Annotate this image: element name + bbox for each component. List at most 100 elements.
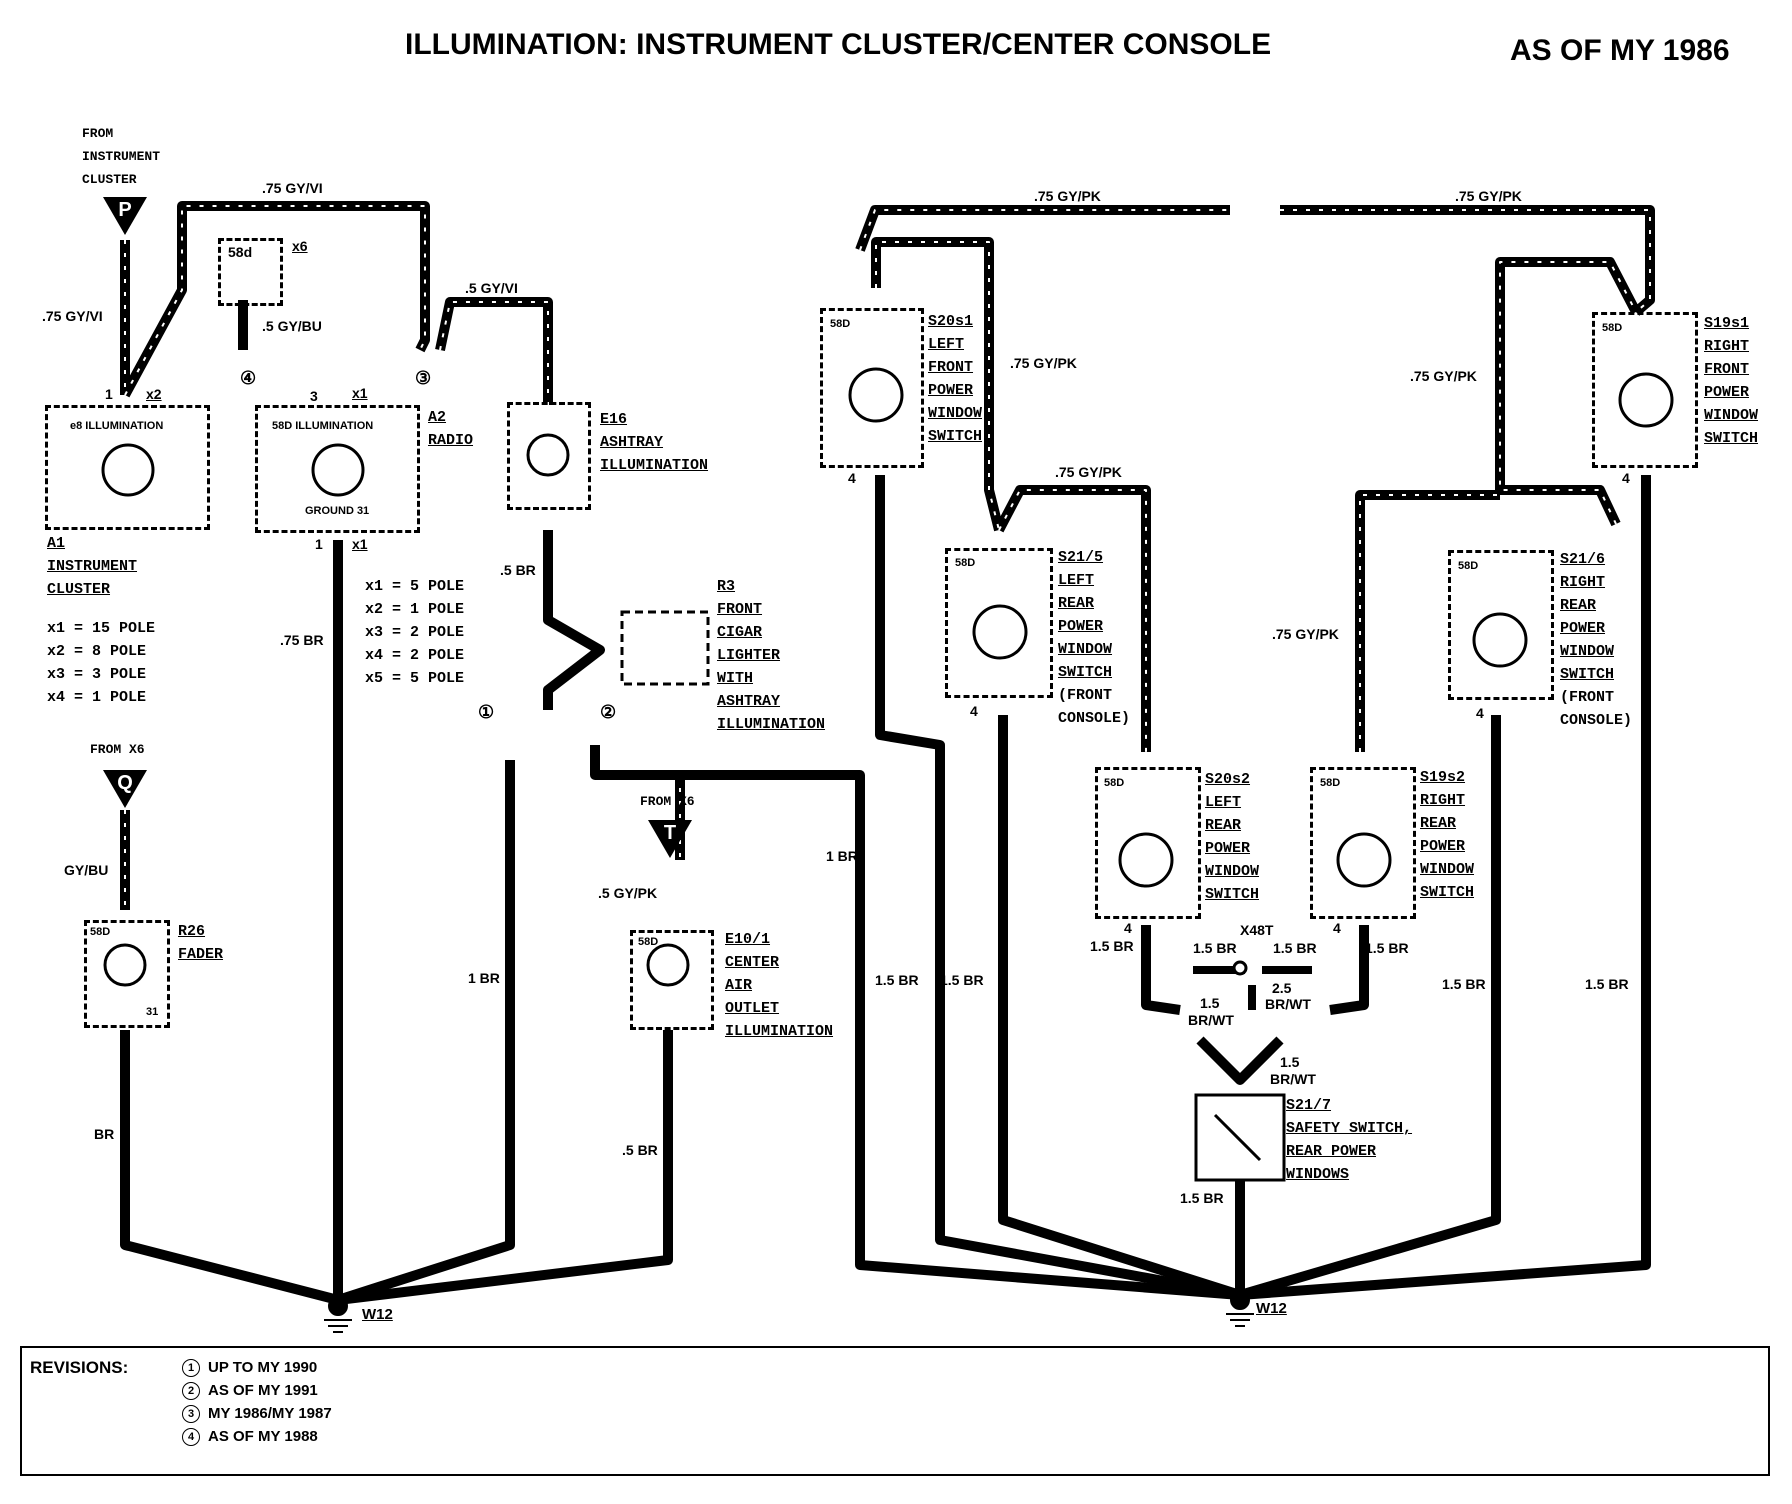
- wire-label: 1.5 BR: [1442, 976, 1486, 992]
- s20s2-inner: 58D: [1104, 777, 1125, 789]
- marker-4: ④: [240, 368, 257, 388]
- s21-7-label: S21/7 SAFETY SWITCH, REAR POWER WINDOWS: [1286, 1097, 1413, 1183]
- wire-label: 1.5 BR: [1273, 940, 1317, 956]
- x48t-label: X48T: [1240, 922, 1274, 938]
- s21-6-pin: 4: [1476, 705, 1484, 721]
- r26-box: [84, 920, 170, 1028]
- wire-label: .75 GY/PK: [1010, 355, 1077, 371]
- wire-label: .75 GY/PK: [1055, 464, 1122, 480]
- s20s2-box: [1095, 767, 1201, 919]
- e10-inner: 58D: [638, 936, 659, 948]
- wire-label: .5 GY/PK: [598, 885, 658, 901]
- revisions-box: [20, 1346, 1770, 1476]
- a1-instrument-cluster-box: [45, 405, 210, 530]
- a1-conn: x2: [146, 386, 162, 402]
- wire-label: .5 GY/VI: [465, 280, 518, 296]
- wire-label: 1.5 BR: [875, 972, 919, 988]
- marker-3: ③: [415, 368, 432, 388]
- wire-label: 1.5 BR: [1090, 938, 1134, 954]
- wire-label: BR/WT: [1270, 1071, 1316, 1087]
- wire-label: .5 BR: [500, 562, 536, 578]
- wire-label: GY/BU: [64, 862, 109, 878]
- e16-box: [507, 402, 591, 510]
- connector-t-source: FROM X6: [640, 794, 695, 809]
- s20s1-box: [820, 308, 924, 468]
- wire-label: BR/WT: [1265, 996, 1311, 1012]
- connector-q-triangle: [103, 770, 147, 808]
- connector-q-source: FROM X6: [90, 742, 145, 757]
- s19s1-pin: 4: [1622, 470, 1630, 486]
- s19s2-box: [1310, 767, 1416, 919]
- x6-inner: 58d: [228, 244, 253, 260]
- s19s2-label: S19s2 RIGHT REAR POWER WINDOW SWITCH: [1420, 769, 1475, 901]
- wire-label: 1 BR: [468, 970, 500, 986]
- a1-pin: 1: [105, 386, 113, 402]
- wire-label: 1.5 BR: [1180, 1190, 1224, 1206]
- e16-label: E16 ASHTRAY ILLUMINATION: [600, 411, 709, 474]
- wire-label: BR/WT: [1188, 1012, 1234, 1028]
- page-title: ILLUMINATION: INSTRUMENT CLUSTER/CENTER …: [405, 28, 1272, 61]
- wire-label: .5 BR: [622, 1142, 658, 1158]
- x6-id: x6: [292, 238, 308, 254]
- connector-t-triangle: [648, 820, 692, 858]
- a1-label: A1 INSTRUMENT CLUSTER: [47, 535, 138, 598]
- s19s1-label: S19s1 RIGHT FRONT POWER WINDOW SWITCH: [1704, 315, 1759, 447]
- a1-inner-label: e8 ILLUMINATION: [70, 420, 164, 432]
- s19s1-box: [1592, 312, 1698, 468]
- s21-5-pin: 4: [970, 703, 978, 719]
- s20s1-pin: 4: [848, 470, 856, 486]
- wire-label: .75 GY/PK: [1034, 188, 1101, 204]
- s20s1-inner: 58D: [830, 318, 851, 330]
- a2-inner-label: 58D ILLUMINATION: [272, 420, 374, 432]
- r26-label: R26 FADER: [178, 923, 224, 963]
- r3-label: R3 FRONT CIGAR LIGHTER WITH ASHTRAY ILLU…: [717, 578, 826, 733]
- r26-pin: 31: [146, 1006, 159, 1018]
- a2-conn-bottom: x1: [352, 536, 368, 552]
- s21-5-inner: 58D: [955, 557, 976, 569]
- wire-label: 1.5 BR: [1365, 940, 1409, 956]
- wire-label: .75 GY/VI: [42, 308, 103, 324]
- ground-right: [1226, 1290, 1254, 1327]
- s21-6-inner: 58D: [1458, 560, 1479, 572]
- wire-label: 1.5 BR: [1585, 976, 1629, 992]
- x6-box: [218, 238, 283, 306]
- s19s1-inner: 58D: [1602, 322, 1623, 334]
- wire-label: BR: [94, 1126, 115, 1142]
- r26-inner: 58D: [90, 926, 111, 938]
- ground-left: [324, 1296, 352, 1333]
- s21-5-label: S21/5 LEFT REAR POWER WINDOW SWITCH (FRO…: [1058, 549, 1131, 727]
- a2-conn-top: x1: [352, 385, 368, 401]
- wire-label: .5 GY/BU: [262, 318, 322, 334]
- wire-label: .75 GY/PK: [1272, 626, 1339, 642]
- wire-label: .75 GY/VI: [262, 180, 323, 196]
- e10-box: [630, 930, 714, 1030]
- s19s2-inner: 58D: [1320, 777, 1341, 789]
- s21-6-box: [1448, 550, 1554, 700]
- a2-radio-box: [255, 405, 420, 533]
- wire-label: 1.5: [1200, 995, 1220, 1011]
- marker-1: ①: [478, 702, 495, 722]
- wire-label: .75 GY/PK: [1455, 188, 1522, 204]
- wire-label: 1.5 BR: [940, 972, 984, 988]
- revisions-label: REVISIONS:: [30, 1358, 129, 1377]
- a2-pin-top: 3: [310, 388, 318, 404]
- wire-label: 1.5: [1280, 1054, 1300, 1070]
- wire-label: 2.5: [1272, 980, 1292, 996]
- connector-p-letter: P: [118, 199, 132, 221]
- page-subtitle: AS OF MY 1986: [1510, 34, 1730, 67]
- connector-q-letter: Q: [117, 772, 133, 794]
- a2-ground-label: GROUND 31: [305, 505, 370, 517]
- s21-6-label: S21/6 RIGHT REAR POWER WINDOW SWITCH (FR…: [1560, 551, 1633, 729]
- s20s2-label: S20s2 LEFT REAR POWER WINDOW SWITCH: [1205, 771, 1260, 903]
- wire-label: .75 BR: [280, 632, 324, 648]
- wire-label: 1.5 BR: [1193, 940, 1237, 956]
- wire-label: 1 BR: [826, 848, 858, 864]
